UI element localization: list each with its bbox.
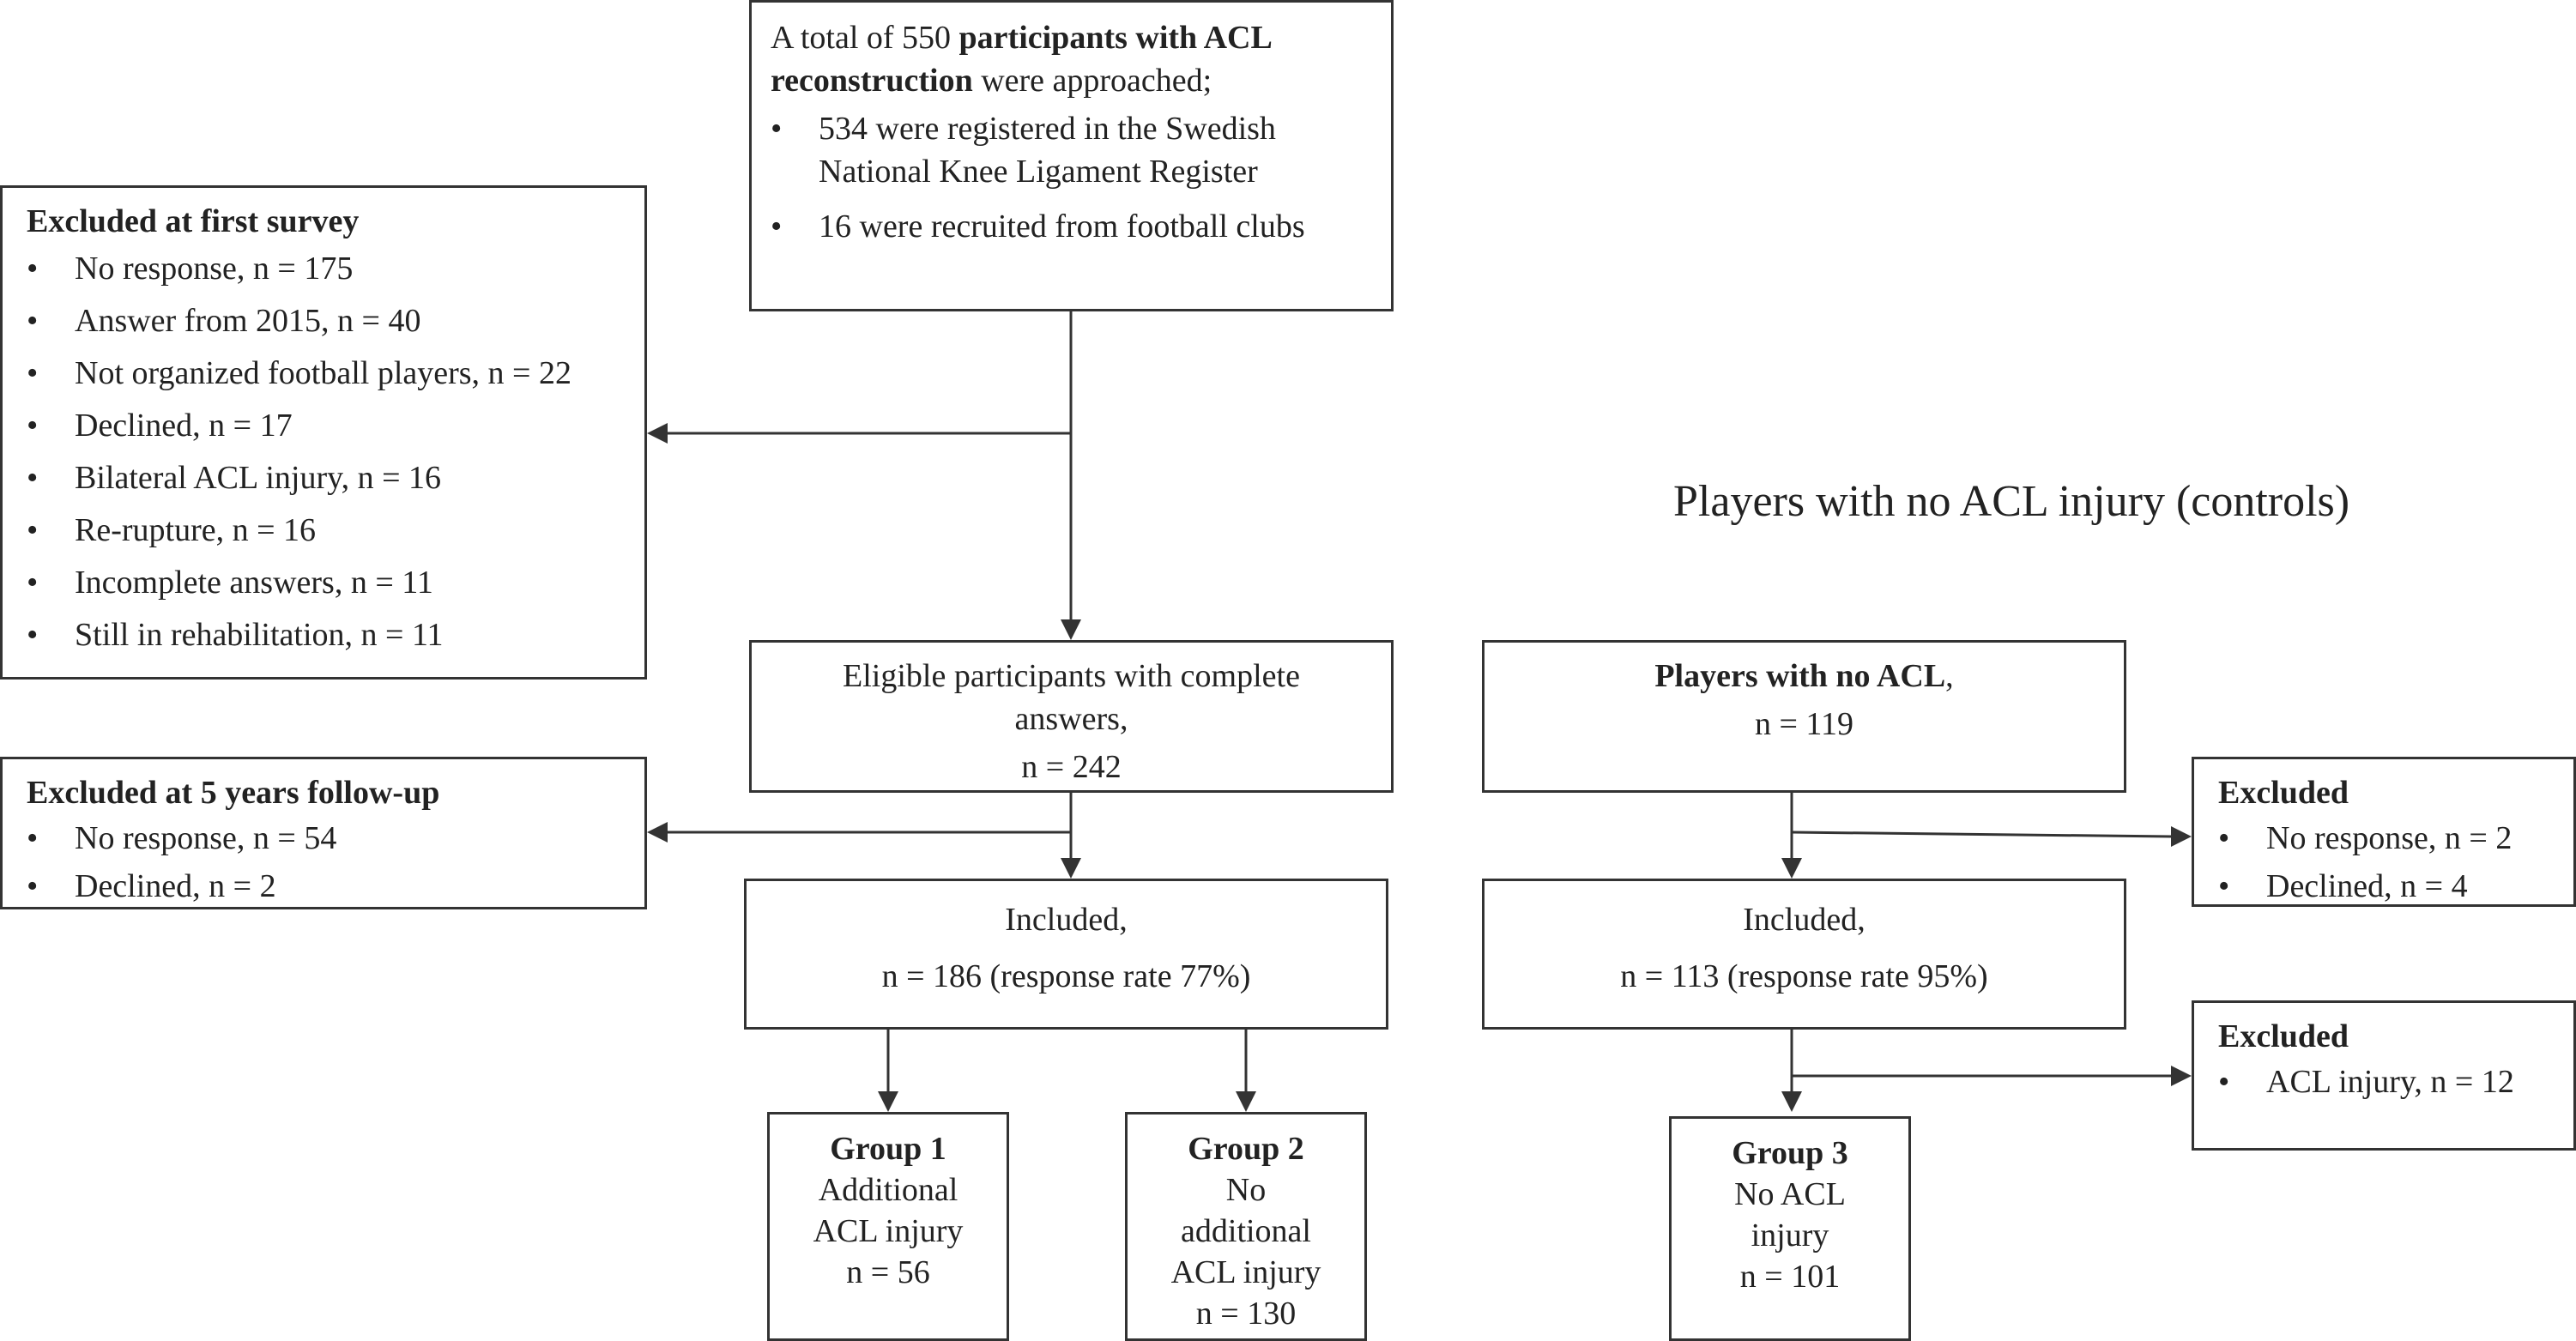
included-right-count: n = 113 (response rate 95%) bbox=[1620, 958, 1988, 994]
group2-line: No bbox=[1225, 1172, 1267, 1208]
group2-line: additional bbox=[1181, 1213, 1311, 1249]
group1-line: ACL injury bbox=[813, 1213, 964, 1249]
group2-count: n = 130 bbox=[1195, 1296, 1297, 1332]
players-no-acl-count: n = 119 bbox=[1754, 706, 1854, 742]
excluded-right2-box: Excluded ACL injury, n = 12 bbox=[2192, 1000, 2576, 1151]
list-item: Not organized football players, n = 22 bbox=[27, 347, 620, 400]
group3-line: injury bbox=[1751, 1217, 1829, 1253]
included-left-count: n = 186 (response rate 77%) bbox=[881, 958, 1251, 994]
approached-box: A total of 550 participants with ACL rec… bbox=[749, 0, 1394, 311]
list-item: Re-rupture, n = 16 bbox=[27, 504, 620, 557]
list-item: Bilateral ACL injury, n = 16 bbox=[27, 452, 620, 504]
group1-count: n = 56 bbox=[846, 1254, 930, 1290]
list-item: 534 were registered in the Swedish Natio… bbox=[771, 107, 1372, 193]
excluded-5yr-box: Excluded at 5 years follow-up No respons… bbox=[0, 757, 647, 910]
list-item: Answer from 2015, n = 40 bbox=[27, 295, 620, 347]
excluded-first-survey-box: Excluded at first survey No response, n … bbox=[0, 185, 647, 680]
group2-box: Group 2 No additional ACL injury n = 130 bbox=[1125, 1112, 1367, 1341]
approached-list: 534 were registered in the Swedish Natio… bbox=[771, 107, 1372, 248]
arrowhead-excluded-5yr bbox=[647, 822, 668, 843]
included-right-label: Included, bbox=[1743, 902, 1865, 938]
excluded-5yr-title: Excluded at 5 years follow-up bbox=[27, 775, 440, 811]
arrowhead-group2 bbox=[1236, 1091, 1256, 1112]
group2-title: Group 2 bbox=[1188, 1131, 1304, 1167]
list-item: No response, n = 2 bbox=[2218, 814, 2549, 862]
group3-count: n = 101 bbox=[1739, 1259, 1841, 1295]
eligible-text: Eligible participants with complete answ… bbox=[843, 658, 1300, 737]
group3-box: Group 3 No ACL injury n = 101 bbox=[1669, 1116, 1911, 1341]
excluded-first-survey-list: No response, n = 175 Answer from 2015, n… bbox=[27, 243, 620, 661]
excluded-right2-title: Excluded bbox=[2218, 1018, 2349, 1054]
list-item: Declined, n = 2 bbox=[27, 862, 620, 910]
eligible-box: Eligible participants with complete answ… bbox=[749, 640, 1394, 793]
excluded-right1-list: No response, n = 2 Declined, n = 4 bbox=[2218, 814, 2549, 910]
list-item: Declined, n = 17 bbox=[27, 400, 620, 452]
arrowhead-included-right bbox=[1781, 858, 1802, 879]
arrowhead-excluded-right2 bbox=[2171, 1066, 2192, 1086]
list-item: No response, n = 54 bbox=[27, 814, 620, 862]
arrowhead-group3 bbox=[1781, 1091, 1802, 1112]
group3-line: No ACL bbox=[1734, 1176, 1846, 1212]
arrowhead-eligible bbox=[1061, 619, 1081, 640]
arrowhead-included-left bbox=[1061, 858, 1081, 879]
list-item: 16 were recruited from football clubs bbox=[771, 205, 1372, 248]
players-no-acl-label: Players with no ACL, bbox=[1654, 658, 1954, 694]
list-item: ACL injury, n = 12 bbox=[2218, 1058, 2549, 1106]
arrowhead-excluded-right1 bbox=[2171, 826, 2192, 847]
eligible-count: n = 242 bbox=[1021, 749, 1122, 785]
included-right-box: Included, n = 113 (response rate 95%) bbox=[1482, 879, 2126, 1030]
included-left-label: Included, bbox=[1005, 902, 1128, 938]
excluded-right1-box: Excluded No response, n = 2 Declined, n … bbox=[2192, 757, 2576, 910]
arrowhead-group1 bbox=[878, 1091, 898, 1112]
group2-line: ACL injury bbox=[1170, 1254, 1321, 1290]
arrowhead-excluded-first bbox=[647, 423, 668, 444]
excluded-right1-title: Excluded bbox=[2218, 775, 2349, 811]
connector-to-excluded-right1 bbox=[1791, 831, 2172, 838]
excluded-right2-list: ACL injury, n = 12 bbox=[2218, 1058, 2549, 1106]
players-no-acl-box: Players with no ACL, n = 119 bbox=[1482, 640, 2126, 793]
included-left-box: Included, n = 186 (response rate 77%) bbox=[744, 879, 1388, 1030]
controls-title: Players with no ACL injury (controls) bbox=[1673, 477, 2350, 526]
list-item: Declined, n = 4 bbox=[2218, 862, 2549, 910]
group3-title: Group 3 bbox=[1732, 1135, 1848, 1171]
excluded-first-survey-title: Excluded at first survey bbox=[27, 203, 360, 239]
group1-box: Group 1 Additional ACL injury n = 56 bbox=[767, 1112, 1009, 1341]
group1-title: Group 1 bbox=[830, 1131, 946, 1167]
list-item: Incomplete answers, n = 11 bbox=[27, 557, 620, 609]
list-item: Still in rehabilitation, n = 11 bbox=[27, 609, 620, 661]
approached-heading: A total of 550 participants with ACL rec… bbox=[771, 20, 1271, 99]
list-item: No response, n = 175 bbox=[27, 243, 620, 295]
excluded-5yr-list: No response, n = 54 Declined, n = 2 bbox=[27, 814, 620, 910]
group1-line: Additional bbox=[818, 1172, 958, 1208]
